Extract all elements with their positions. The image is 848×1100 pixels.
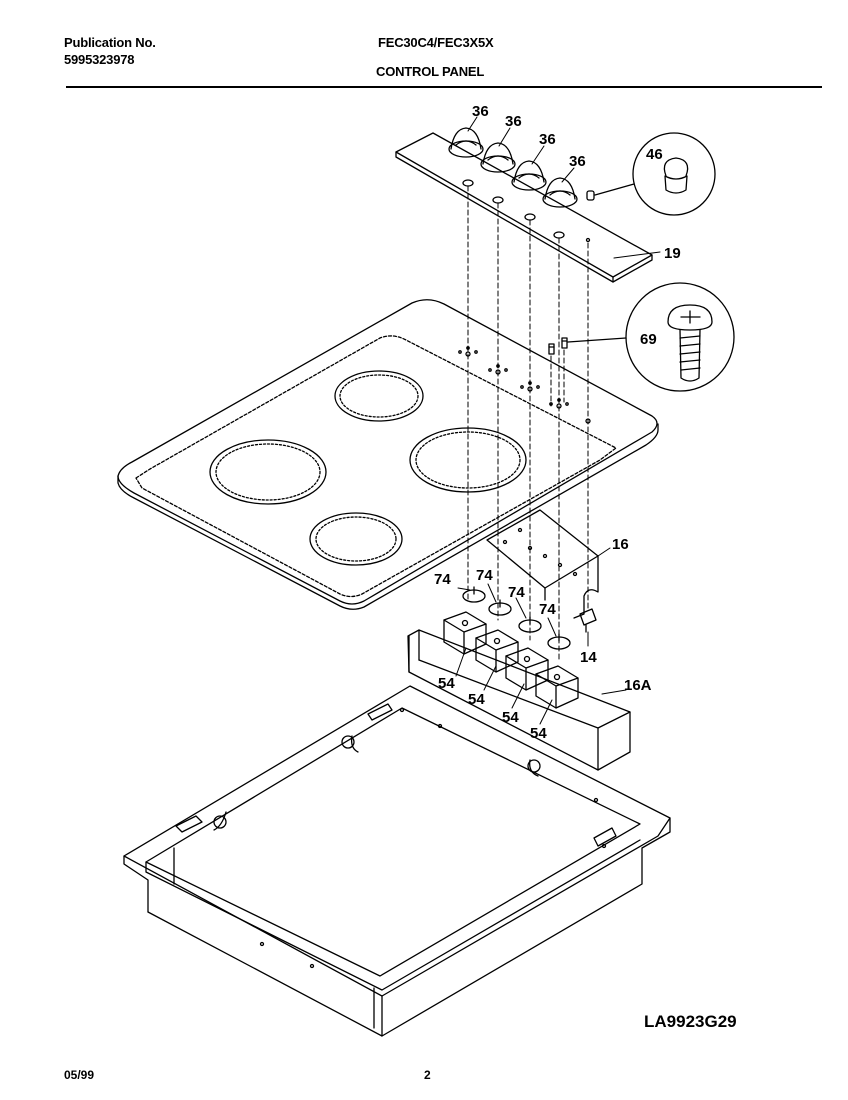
knob (542, 177, 578, 208)
shaft-hole-cluster (458, 346, 591, 424)
shaft-adapter (462, 586, 571, 650)
knob (511, 160, 547, 191)
screw-detail-circle (625, 282, 735, 392)
page-number: 2 (424, 1068, 431, 1082)
header-divider (66, 86, 822, 88)
callout-knob: 36 (472, 103, 489, 120)
publication-date: 05/99 (64, 1068, 95, 1082)
callout-switch: 54 (468, 691, 485, 708)
callout-bracket: 16 (612, 536, 629, 553)
clip (579, 608, 597, 633)
callout-switch: 54 (502, 709, 519, 726)
screw (548, 337, 627, 355)
callout-knob: 36 (569, 153, 586, 170)
callout-panel: 19 (664, 245, 681, 262)
callout-knob: 36 (505, 113, 522, 130)
callout-knob-detail: 46 (646, 146, 663, 163)
knob-detail-circle (632, 132, 716, 216)
model-number: FEC30C4/FEC3X5X (378, 35, 494, 50)
callout-screw-detail: 69 (640, 331, 657, 348)
infinite-switch (475, 629, 519, 673)
knob-insert (586, 183, 635, 201)
callout-clip: 14 (580, 649, 597, 666)
callout-knob-shaft: 74 (539, 601, 556, 618)
cooktop-glass (117, 299, 659, 610)
callout-knob: 36 (539, 131, 556, 148)
diagram-code: LA9923G29 (644, 1012, 737, 1031)
control-panel-strip (395, 132, 653, 283)
callout-knob-shaft: 74 (434, 571, 451, 588)
knob (448, 127, 484, 158)
publication-label: Publication No. (64, 35, 156, 50)
callout-knob-shaft: 74 (508, 584, 525, 601)
callout-switch: 54 (438, 675, 455, 692)
alignment-lines (467, 185, 589, 661)
infinite-switch (505, 647, 549, 691)
callout-switch-housing: 16A (624, 677, 652, 694)
callout-knob-shaft: 74 (476, 567, 493, 584)
leader-lines (455, 116, 661, 725)
infinite-switch (535, 665, 579, 709)
callout-switch: 54 (530, 725, 547, 742)
section-title: CONTROL PANEL (376, 64, 485, 79)
switch-housing (407, 629, 631, 771)
publication-number: 5995323978 (64, 52, 135, 67)
knob (480, 142, 516, 173)
cooktop-base-pan (123, 685, 671, 1037)
